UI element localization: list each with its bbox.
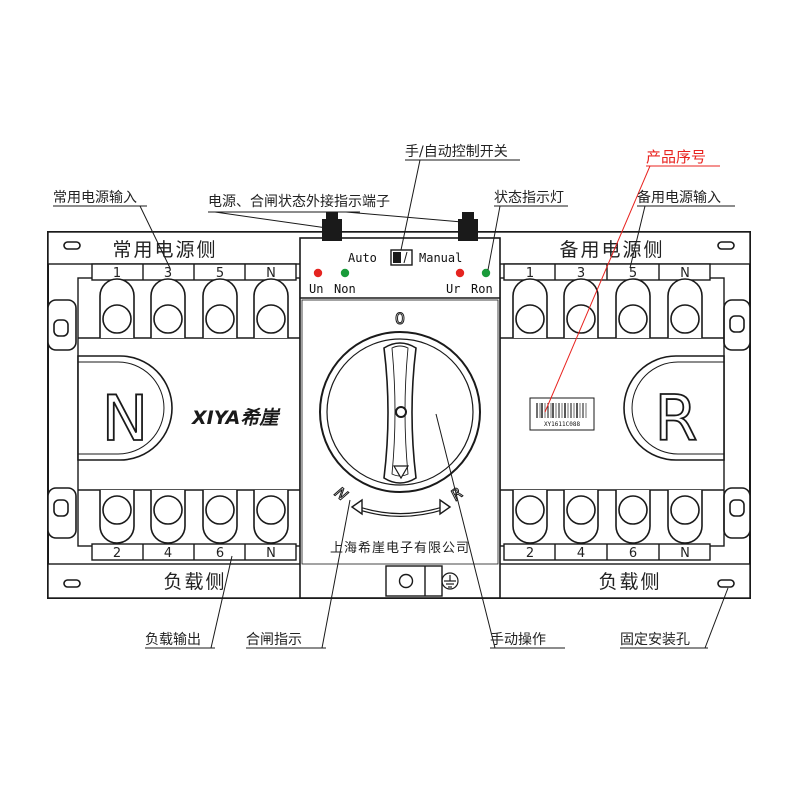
terminal-label: 5	[216, 266, 224, 281]
callout-status-light: 状态指示灯	[494, 190, 564, 206]
led-ur-icon	[455, 268, 465, 278]
load-side-label-right: 负载侧	[598, 571, 661, 593]
big-r-label: R	[654, 382, 697, 455]
led-non-icon	[340, 268, 350, 278]
led-un-icon	[313, 268, 323, 278]
load-side-label-left: 负载侧	[163, 571, 226, 593]
terminal-label: 4	[577, 546, 585, 561]
serial-leader-line-diag	[544, 165, 651, 413]
led-ron-icon	[481, 268, 491, 278]
brand-logo: XIYA希崖	[191, 407, 281, 429]
serial-sticker: XY1611C088	[529, 397, 595, 431]
callout-serial-number: 产品序号	[646, 148, 706, 166]
led-ur-label: Ur	[446, 282, 460, 296]
standby-side-label: 备用电源侧	[559, 239, 664, 261]
mounting-holes	[63, 241, 735, 588]
led-ron-label: Ron	[471, 282, 493, 296]
terminal-labels: 1 3 5 N 1 3 5 N 2 4 6 N 2 4 6 N	[113, 266, 690, 561]
terminal-label: 5	[629, 266, 637, 281]
barcode-icon	[536, 403, 587, 418]
terminal-label: 4	[164, 546, 172, 561]
normal-side-label: 常用电源侧	[112, 239, 217, 261]
callout-manual-auto-switch: 手/自动控制开关	[405, 144, 508, 160]
terminal-strip-top-left	[91, 263, 297, 281]
auto-label: Auto	[348, 251, 377, 265]
terminal-label: N	[680, 546, 690, 561]
serial-number: XY1611C088	[544, 421, 581, 428]
manual-handle[interactable]	[319, 331, 481, 493]
terminal-screws-bottom	[99, 490, 703, 544]
callout-mounting-hole: 固定安装孔	[620, 632, 690, 648]
terminal-label: 3	[164, 266, 172, 281]
callout-manual-operation: 手动操作	[490, 632, 546, 648]
led-un-label: Un	[309, 282, 323, 296]
big-n-label: N	[102, 382, 148, 455]
terminal-label: 6	[629, 546, 637, 561]
terminal-label: 3	[577, 266, 585, 281]
handle-zero-mark: 0	[395, 309, 405, 328]
callout-standby-power-input: 备用电源输入	[637, 189, 721, 206]
terminal-label: N	[266, 546, 276, 561]
callout-normal-power-input: 常用电源输入	[53, 190, 137, 206]
n-side-badge: N	[77, 355, 173, 461]
center-bottom-box	[385, 565, 443, 597]
manual-label: Manual	[419, 251, 462, 265]
auto-manual-toggle[interactable]	[390, 249, 413, 266]
terminal-strip-bottom-right	[503, 543, 711, 561]
terminal-label: 1	[113, 266, 121, 281]
callout-labels: 手/自动控制开关 产品序号 常用电源输入 电源、合闸状态外接指示端子 状态指示灯…	[53, 144, 721, 648]
terminal-label: 2	[113, 546, 121, 561]
callout-load-output: 负载输出	[145, 632, 201, 648]
leader-lines	[53, 159, 735, 649]
terminal-label: 2	[526, 546, 534, 561]
terminal-label: 1	[526, 266, 534, 281]
terminal-label: N	[266, 266, 276, 281]
external-terminal-blocks	[322, 212, 478, 241]
led-non-label: Non	[334, 282, 356, 296]
callout-closing-indicator: 合闸指示	[246, 632, 302, 648]
r-side-badge: R	[623, 355, 725, 461]
terminal-strip-top-right	[503, 263, 711, 281]
company-name: 上海希崖电子有限公司	[330, 541, 470, 556]
callout-external-indicator-terminal: 电源、合闸状态外接指示端子	[208, 193, 390, 210]
terminal-label: 6	[216, 546, 224, 561]
terminal-strip-bottom-left	[91, 543, 297, 561]
terminal-label: N	[680, 266, 690, 281]
ground-icon	[441, 572, 459, 590]
rotation-arrow-icon	[350, 498, 452, 517]
terminal-screws-top	[99, 278, 703, 338]
